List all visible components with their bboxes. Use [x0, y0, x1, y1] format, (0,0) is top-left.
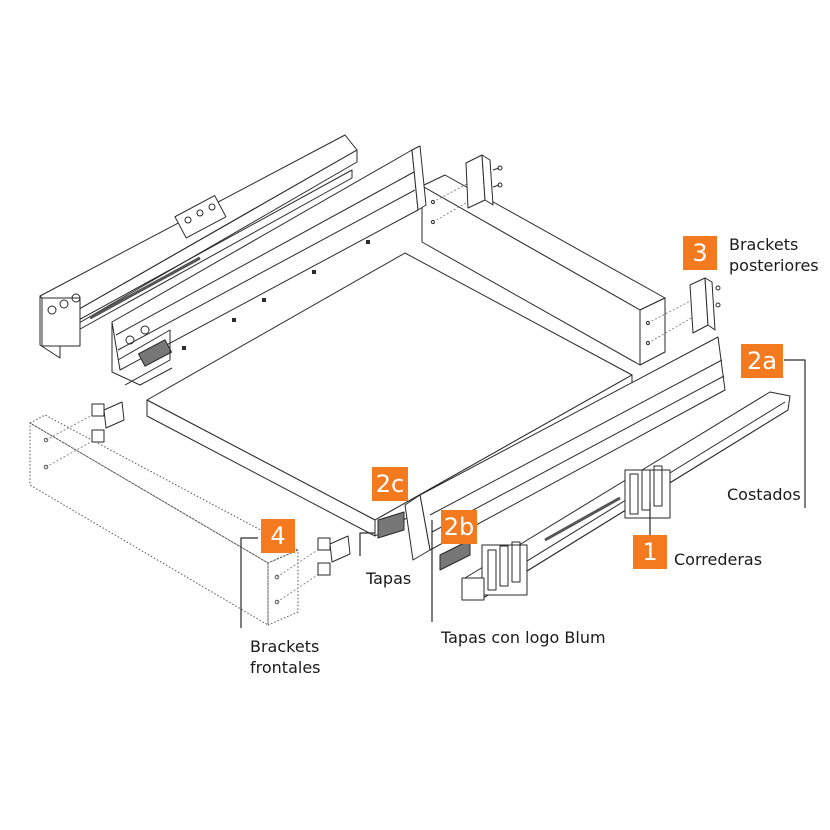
badge-3: 3 — [683, 236, 717, 270]
label-costados: Costados — [727, 485, 801, 504]
rear-bracket-left — [465, 154, 503, 209]
right-runner — [461, 391, 791, 601]
label-brackets-frontales: Brackets frontales — [250, 636, 321, 678]
badge-4: 4 — [261, 519, 295, 553]
label-tapas: Tapas — [366, 569, 412, 588]
badge-2c: 2c — [372, 467, 408, 501]
left-drawer-side — [111, 145, 427, 386]
front-bracket-right — [317, 535, 351, 576]
drawer-back-panel — [421, 174, 666, 366]
label-brackets-frontales-line2: frontales — [250, 658, 321, 677]
label-brackets-posteriores: Brackets posteriores — [729, 234, 819, 276]
label-tapas-con-logo: Tapas con logo Blum — [441, 628, 606, 647]
label-brackets-frontales-line1: Brackets — [250, 637, 320, 656]
drawer-front-panel — [29, 414, 299, 626]
badge-1: 1 — [633, 535, 667, 569]
cap-part — [377, 511, 405, 539]
leader-lines — [240, 359, 806, 628]
label-brackets-posteriores-line1: Brackets — [729, 235, 799, 254]
badge-2a: 2a — [741, 344, 783, 378]
right-drawer-side — [404, 336, 726, 571]
rear-bracket-right — [689, 277, 721, 334]
front-bracket-left — [91, 401, 125, 443]
dowel-guide-lines — [45, 177, 703, 603]
left-runner — [39, 134, 358, 359]
label-brackets-posteriores-line2: posteriores — [729, 256, 819, 275]
label-correderas: Correderas — [674, 550, 763, 569]
badge-2b: 2b — [441, 510, 477, 544]
